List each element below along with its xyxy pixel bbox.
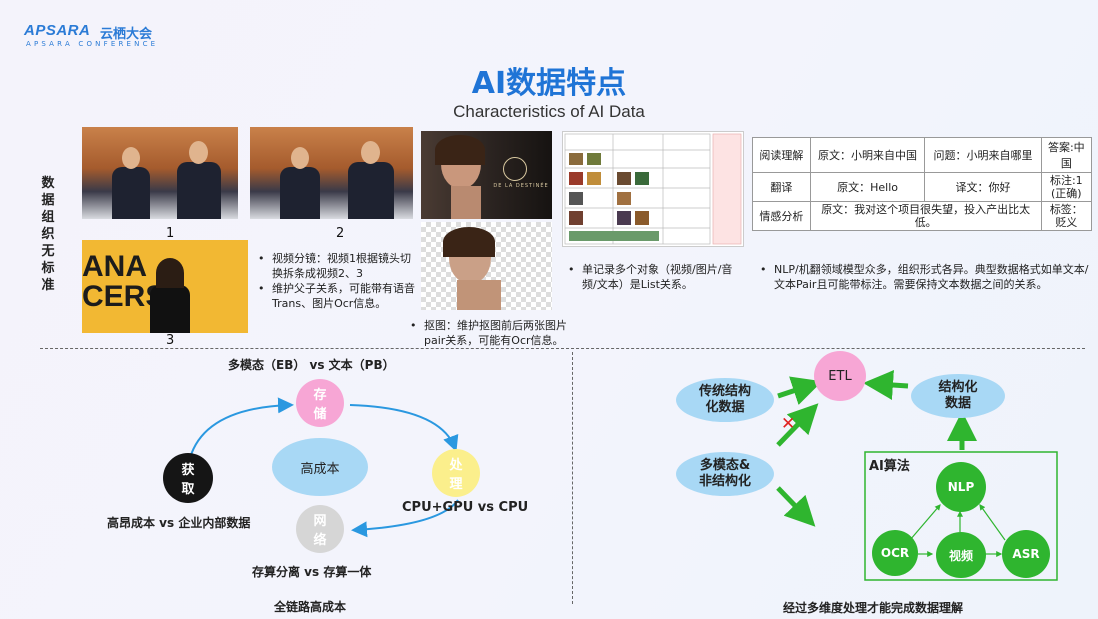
matting-image-original: DE LA DESTINÉE xyxy=(421,131,552,219)
page-subtitle: Characteristics of AI Data xyxy=(453,102,645,121)
multimodal-data-node: 多模态&非结构化 xyxy=(676,452,774,496)
video-caption-2: 2 xyxy=(336,226,345,241)
page-title: AI数据特点 xyxy=(471,66,627,101)
video-caption-1: 1 xyxy=(166,226,175,241)
cost-cycle-arrows xyxy=(189,397,459,538)
table-cell: 答案:中国 xyxy=(1040,137,1093,173)
traditional-data-node: 传统结构化数据 xyxy=(676,378,774,422)
matting-brand: DE LA DESTINÉE xyxy=(493,183,549,189)
etl-node: ETL xyxy=(814,351,866,401)
network-node: 网络 xyxy=(296,505,344,553)
table-cell: 翻译 xyxy=(752,172,811,202)
table-row: 翻译 原文：Hello 译文：你好 标注:1 (正确) xyxy=(752,172,1093,202)
process-node: 处理 xyxy=(432,449,480,497)
video-frame-3-text: ANA CERS xyxy=(82,250,166,313)
ocr-node: OCR xyxy=(872,530,918,576)
video-node: 视频 xyxy=(936,532,986,578)
nlp-table: 阅读理解 原文：小明来自中国 问题：小明来自哪里 答案:中国 翻译 原文：Hel… xyxy=(752,137,1093,231)
cost-footer: 全链路高成本 xyxy=(274,600,347,614)
table-cell: 原文：Hello xyxy=(809,172,926,202)
list-record-note: •单记录多个对象（视频/图片/音频/文本）是List关系。 xyxy=(568,263,733,291)
table-cell: 译文：你好 xyxy=(924,172,1042,202)
table-cell: 情感分析 xyxy=(752,201,811,231)
logo-subtitle: APSARA CONFERENCE xyxy=(26,40,159,48)
nlp-node: NLP xyxy=(936,462,986,512)
ai-box-title: AI算法 xyxy=(869,459,910,474)
video-note-1: •视频分镜：视频1根据镜头切换拆条成视频2、3 xyxy=(258,252,411,280)
table-row: 情感分析 原文：我对这个项目很失望，投入产出比太低。 标签：贬义 xyxy=(752,201,1093,231)
high-cost-node: 高成本 xyxy=(272,438,368,496)
blocked-cross-icon: ✕ xyxy=(781,414,796,434)
acquire-node: 获取 xyxy=(163,453,213,503)
video-caption-3: 3 xyxy=(166,333,175,348)
nlp-note: •NLP/机翻领域模型众多，组织形式各异。典型数据格式如单文本/文本Pair且可… xyxy=(760,263,1089,291)
cost-right-label: CPU+GPU vs CPU xyxy=(402,500,529,515)
table-cell: 标注:1 (正确) xyxy=(1040,172,1093,202)
side-label: 数据组织无标准 xyxy=(41,176,55,293)
storage-node: 存储 xyxy=(296,379,344,427)
video-frame-1 xyxy=(82,127,238,219)
vertical-divider xyxy=(572,352,573,604)
logo-cn: 云栖大会 xyxy=(100,27,153,42)
table-cell: 标签：贬义 xyxy=(1040,201,1093,231)
asr-node: ASR xyxy=(1002,530,1050,578)
horizontal-divider xyxy=(40,348,1085,349)
ai-flow-arrows xyxy=(776,370,1058,581)
table-cell: 问题：小明来自哪里 xyxy=(924,137,1042,173)
video-frame-3: ANA CERS xyxy=(82,240,248,333)
table-row: 阅读理解 原文：小明来自中国 问题：小明来自哪里 答案:中国 xyxy=(752,137,1093,173)
list-record-grid xyxy=(564,133,742,245)
video-frame-2 xyxy=(250,127,413,219)
table-cell: 阅读理解 xyxy=(752,137,811,173)
video-notes: •视频分镜：视频1根据镜头切换拆条成视频2、3 •维护父子关系，可能带有语音Tr… xyxy=(258,251,418,311)
cost-left-label: 高昂成本 vs 企业内部数据 xyxy=(107,516,251,530)
cost-top-label: 多模态（EB） vs 文本（PB） xyxy=(228,358,395,372)
list-record-image xyxy=(562,131,744,247)
table-cell: 原文：我对这个项目很失望，投入产出比太低。 xyxy=(809,201,1042,231)
matting-image-cutout xyxy=(421,222,552,310)
table-cell: 原文：小明来自中国 xyxy=(809,137,926,173)
ai-footer: 经过多维度处理才能完成数据理解 xyxy=(783,601,964,615)
matting-note: •抠图：维护抠图前后两张图片pair关系，可能有Ocr信息。 xyxy=(410,319,567,347)
cost-bottom-label: 存算分离 vs 存算一体 xyxy=(252,565,372,579)
structured-data-node: 结构化数据 xyxy=(911,374,1005,418)
logo-text: APSARA xyxy=(24,22,91,39)
video-note-2: •维护父子关系，可能带有语音Trans、图片Ocr信息。 xyxy=(258,282,415,310)
